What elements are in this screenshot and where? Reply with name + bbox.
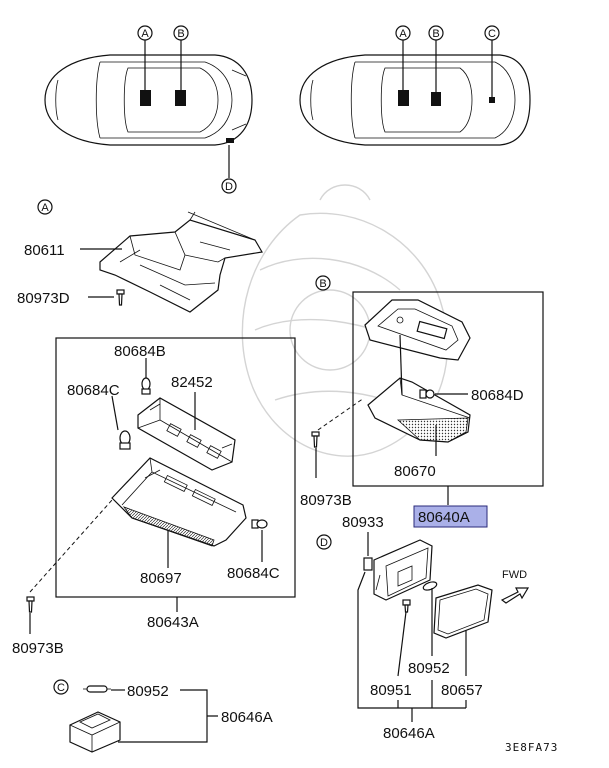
svg-text:A: A [41, 202, 49, 214]
bulb-80684C-top [119, 430, 131, 450]
car-top-view-left [44, 40, 253, 178]
label-80684D: 80684D [471, 387, 524, 404]
label-80640A: 80640A [418, 509, 470, 526]
lamp-housing-80697 [111, 457, 247, 547]
callout-b-car1: B [173, 25, 189, 41]
label-80670: 80670 [394, 463, 436, 480]
socket-82452 [137, 397, 236, 471]
lamp-base-80646A [373, 539, 433, 601]
svg-text:D: D [225, 181, 233, 193]
screw-80951 [402, 599, 411, 613]
callout-c-section: C [53, 679, 69, 695]
label-80973B-left: 80973B [12, 640, 64, 657]
bulb-80952-c [83, 685, 111, 693]
label-80973D: 80973D [17, 290, 70, 307]
svg-text:B: B [177, 28, 184, 40]
clip-80933 [363, 557, 373, 571]
highlight-80640A [413, 505, 488, 528]
label-80611: 80611 [24, 242, 65, 259]
label-80684B: 80684B [114, 343, 166, 360]
label-80933: 80933 [342, 514, 384, 531]
callout-a-car1: A [137, 25, 153, 41]
label-80643A: 80643A [147, 614, 199, 631]
screw-80973B-mid [311, 431, 320, 448]
callout-a-section: A [37, 199, 53, 215]
dashed-leader-80973B-left [29, 499, 113, 593]
bulb-80684B [141, 377, 151, 395]
svg-text:C: C [488, 28, 496, 40]
label-80684C-top: 80684C [67, 382, 120, 399]
screw-80973B-left [26, 596, 35, 613]
callout-a-car2: A [395, 25, 411, 41]
label-82452: 82452 [171, 374, 213, 391]
label-80951: 80951 [370, 682, 412, 699]
dashed-leader-80973B-mid [317, 397, 365, 431]
bracket-80611 [99, 211, 263, 313]
label-80684C-bottom: 80684C [227, 565, 280, 582]
svg-text:C: C [57, 682, 65, 694]
bulb-80684D [419, 389, 435, 399]
car-top-view-right [299, 40, 531, 146]
diagram-code: 3E8FA73 [505, 741, 558, 754]
callout-d-section: D [316, 534, 332, 550]
callout-c-car2: C [484, 25, 500, 41]
label-80952-c: 80952 [127, 683, 169, 700]
fwd-arrow [500, 587, 530, 604]
callout-b-section: B [315, 275, 331, 291]
label-80973B-mid: 80973B [300, 492, 352, 509]
screw-80973D [116, 289, 125, 306]
leader-bezel [399, 334, 403, 396]
label-80657: 80657 [441, 682, 483, 699]
leader-80951 [397, 611, 407, 677]
label-80697: 80697 [140, 570, 182, 587]
bracket-lines-80646A-c [118, 689, 218, 743]
callout-d-car1: D [221, 178, 237, 194]
lamp-80646A-c [69, 711, 121, 753]
svg-text:A: A [399, 28, 407, 40]
bulb-80684C-bottom [251, 519, 268, 529]
callout-b-car2: B [428, 25, 444, 41]
label-80646A-c: 80646A [221, 709, 273, 726]
svg-text:B: B [319, 278, 326, 290]
leader-80684C-top [111, 395, 119, 431]
bulb-80952-d [422, 581, 438, 591]
label-80952-d: 80952 [408, 660, 450, 677]
bracket-lines-80646A-d [357, 571, 467, 722]
svg-text:B: B [432, 28, 439, 40]
label-80646A-d: 80646A [383, 725, 435, 742]
lens-80657 [433, 584, 493, 639]
svg-text:D: D [320, 537, 328, 549]
fwd-label: FWD [502, 569, 527, 581]
lens-80670 [367, 377, 471, 443]
group-box-80643A [55, 337, 296, 598]
bezel-80640A [364, 299, 471, 361]
svg-text:A: A [141, 28, 149, 40]
